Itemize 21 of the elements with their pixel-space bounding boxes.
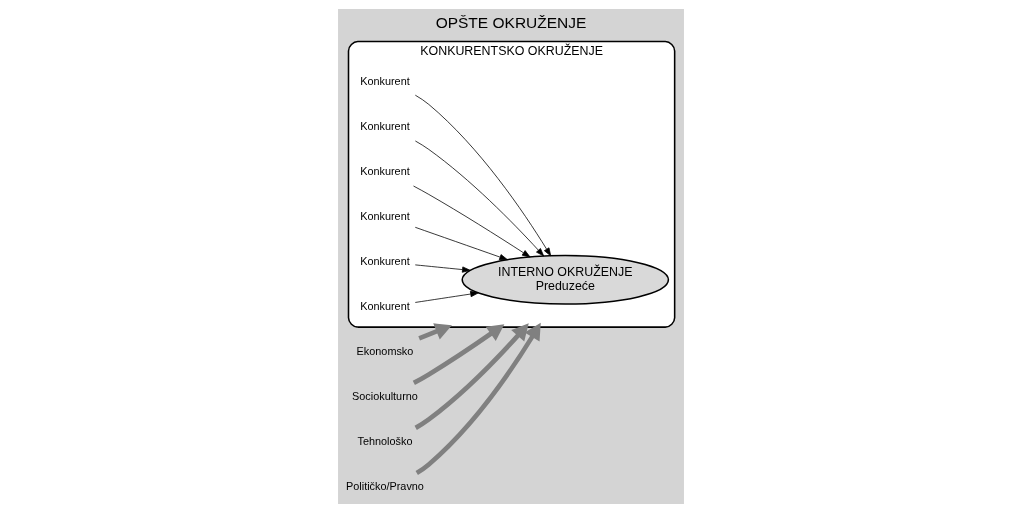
arrow (414, 140, 544, 256)
node-text: Konkurent (359, 299, 410, 312)
arrow (417, 322, 452, 341)
arrow (414, 322, 529, 430)
arrow (412, 323, 504, 385)
diagram-title: OPŠTE OKRUŽENJE (435, 13, 586, 31)
arrow (414, 290, 479, 303)
arrow (414, 226, 508, 260)
node-text: Tehnološko (357, 434, 412, 447)
node-text: Političko/Pravno (345, 479, 424, 492)
node-text: Konkurent (359, 254, 410, 267)
node-text: Sociokulturno (351, 389, 418, 402)
arrow (415, 322, 541, 475)
node-text: Ekonomsko (356, 344, 413, 357)
node-text: Konkurent (359, 74, 410, 87)
node-text: Konkurent (359, 164, 410, 177)
node-text: Konkurent (359, 119, 410, 132)
arrow (412, 185, 530, 257)
arrow (414, 264, 471, 273)
arrow (414, 94, 551, 256)
node-text: Konkurent (359, 209, 410, 222)
